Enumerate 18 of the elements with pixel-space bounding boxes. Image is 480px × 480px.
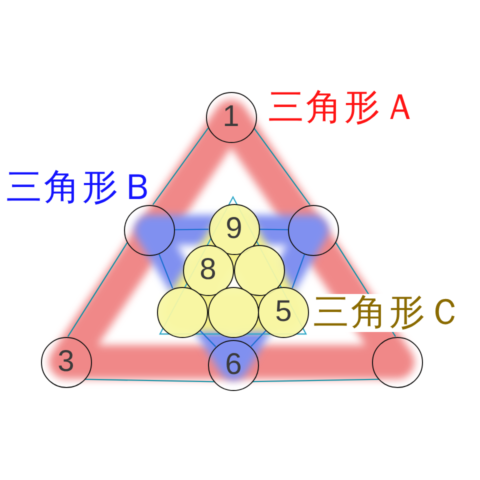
empty-circle xyxy=(372,336,423,388)
number-circle: 1 xyxy=(206,92,256,142)
triangle-label: 三角形Ｂ xyxy=(6,169,158,207)
number-circle: 6 xyxy=(208,340,259,390)
empty-circle xyxy=(124,204,175,256)
connector-line xyxy=(67,242,128,337)
triangle-label: 三角形Ａ xyxy=(268,89,420,127)
connector-line xyxy=(158,253,174,289)
connector-line xyxy=(254,128,310,206)
connector-line xyxy=(260,228,288,230)
connector-line xyxy=(250,330,266,347)
connector-line xyxy=(199,330,216,348)
connector-line xyxy=(84,378,214,382)
connector-line xyxy=(152,128,209,206)
connector-line xyxy=(252,378,379,382)
empty-circle xyxy=(288,204,339,256)
number-circle: 3 xyxy=(40,336,92,388)
connector-line xyxy=(292,254,306,288)
